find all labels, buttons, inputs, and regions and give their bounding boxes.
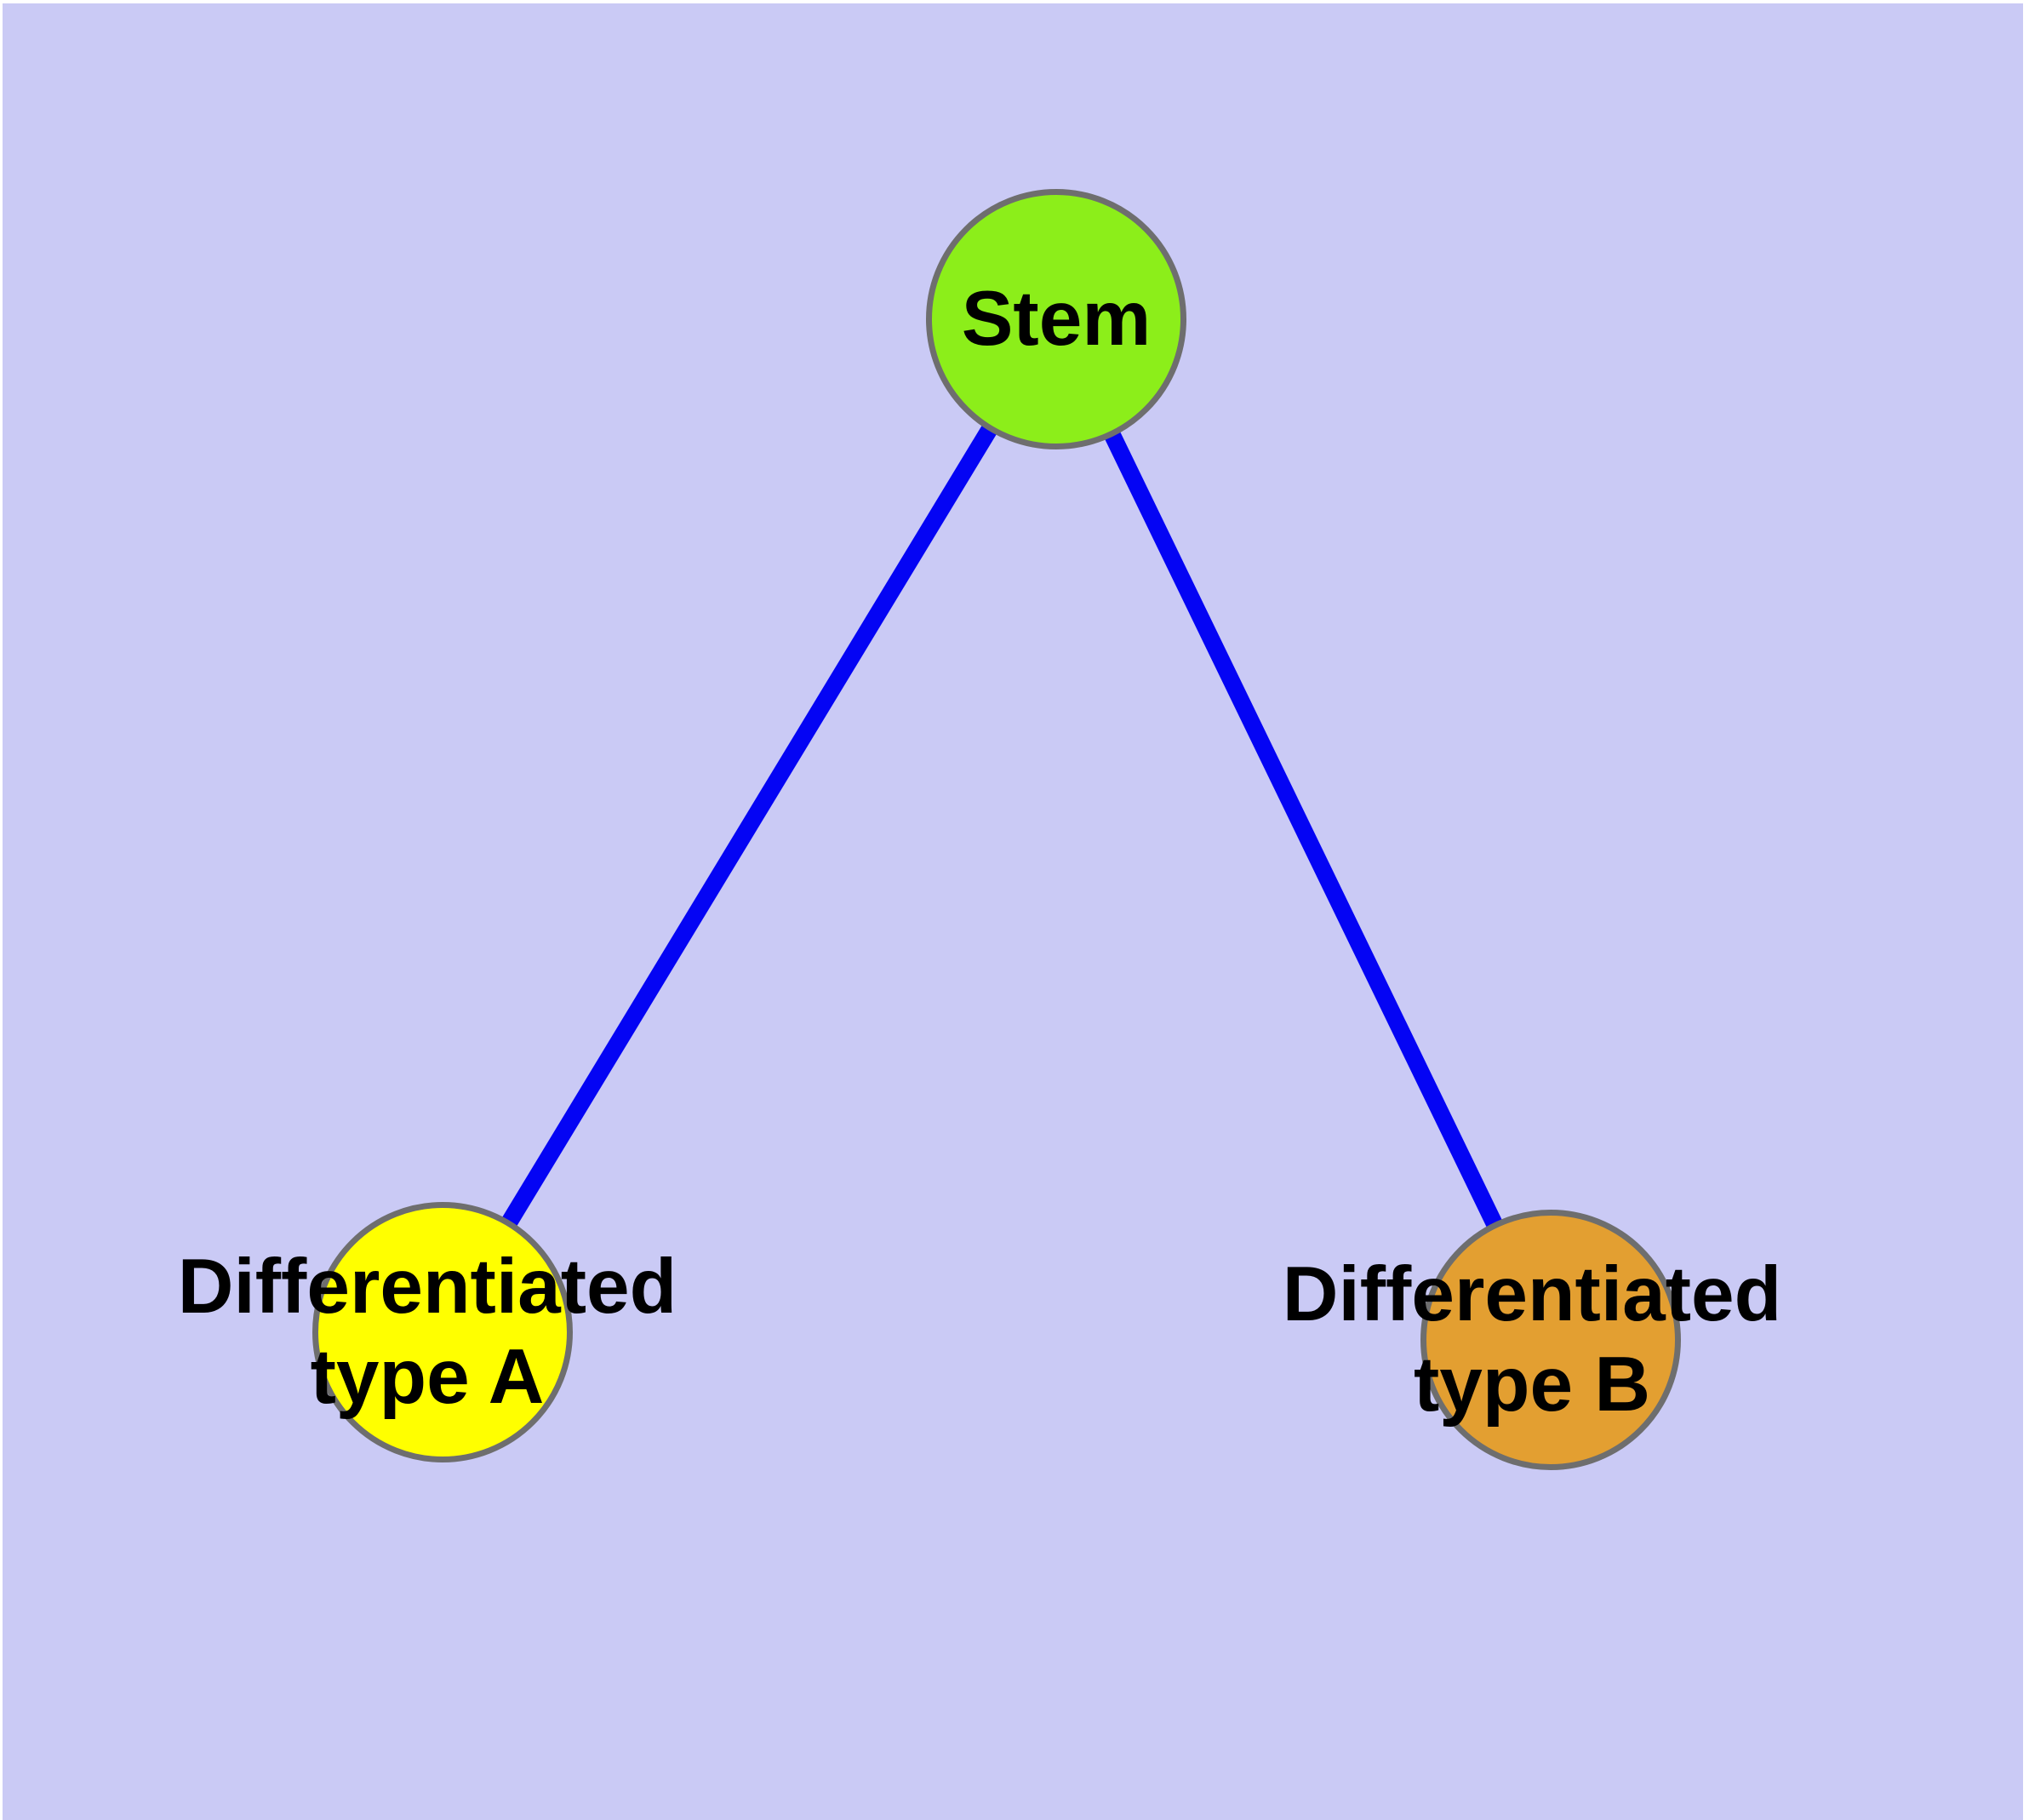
edge-stem-to-type-b [1049, 315, 1558, 1344]
node-differentiated-type-a [312, 1202, 573, 1462]
edge-stem-to-type-a [435, 314, 1064, 1337]
node-differentiated-type-b [1420, 1210, 1681, 1470]
node-stem [926, 189, 1186, 449]
